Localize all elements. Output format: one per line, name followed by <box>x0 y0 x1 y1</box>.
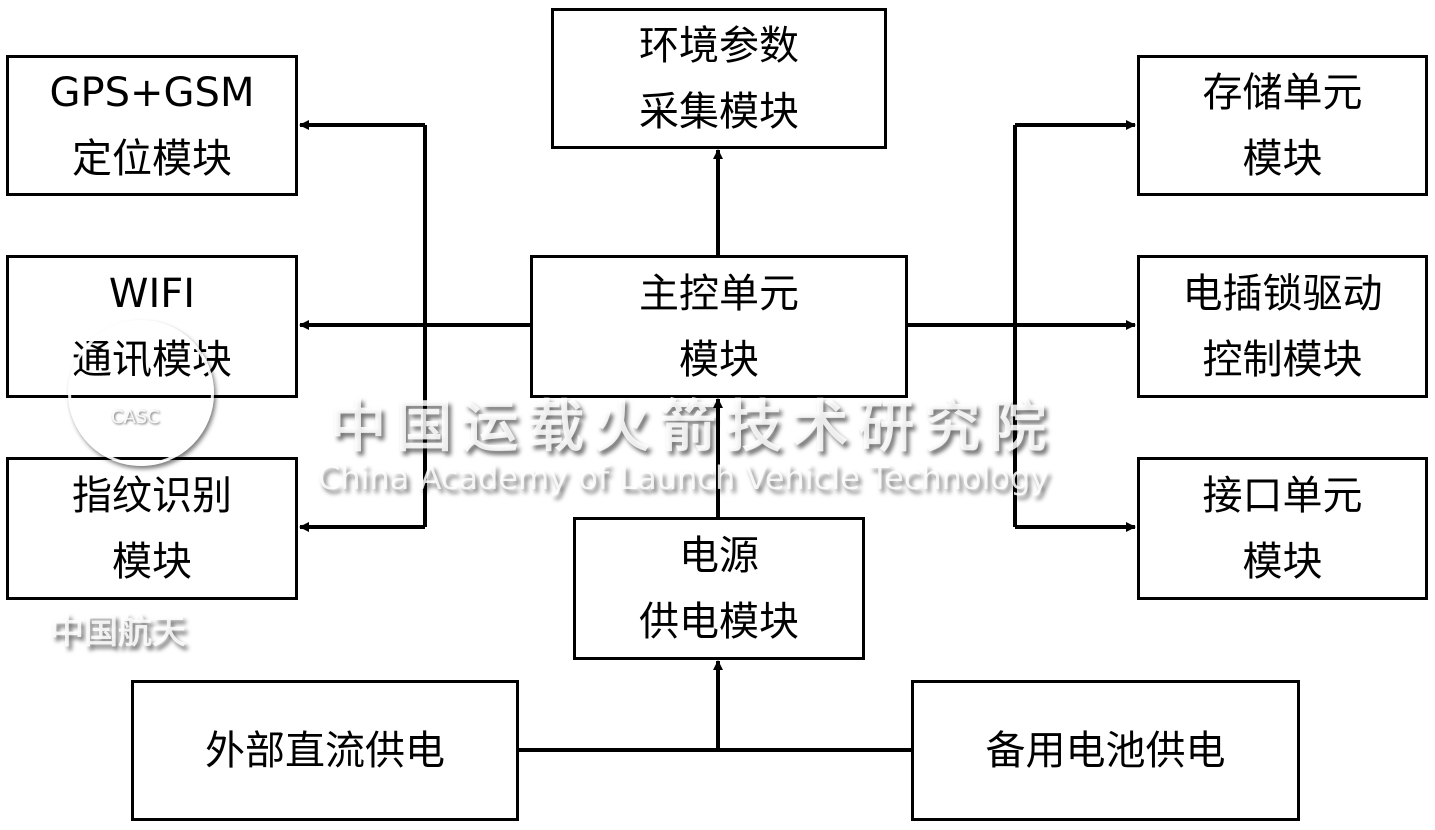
label: 定位模块 <box>72 135 232 182</box>
label: 模块 <box>679 336 759 383</box>
env-module-box: 环境参数 采集模块 <box>551 8 887 149</box>
label: 电插锁驱动 <box>1182 270 1383 317</box>
label: 存储单元 <box>1202 69 1363 116</box>
power-module-box: 电源 供电模块 <box>573 517 865 660</box>
casc-logo-watermark: CASC <box>68 320 214 466</box>
external-dc-box: 外部直流供电 <box>131 680 519 821</box>
label: GPS+GSM <box>49 69 255 116</box>
label: 模块 <box>1242 135 1323 182</box>
logo-text: CASC <box>111 407 160 428</box>
gps-module-box: GPS+GSM 定位模块 <box>6 55 298 196</box>
label: 接口单元 <box>1202 472 1363 519</box>
lock-module-box: 电插锁驱动 控制模块 <box>1137 255 1428 398</box>
label: 外部直流供电 <box>205 727 445 774</box>
label: 电源 <box>679 532 759 579</box>
fingerprint-module-box: 指纹识别 模块 <box>6 457 298 600</box>
storage-module-box: 存储单元 模块 <box>1137 55 1428 196</box>
backup-battery-box: 备用电池供电 <box>911 680 1300 821</box>
label: 主控单元 <box>639 270 799 317</box>
label: 环境参数 <box>639 22 799 69</box>
label: 控制模块 <box>1202 336 1363 383</box>
interface-module-box: 接口单元 模块 <box>1137 457 1428 600</box>
main-control-module-box: 主控单元 模块 <box>530 255 908 398</box>
label: 指纹识别 <box>72 472 232 519</box>
label: 模块 <box>1242 538 1323 585</box>
label: 备用电池供电 <box>985 727 1226 774</box>
label: 供电模块 <box>639 598 799 645</box>
label: 采集模块 <box>639 88 799 135</box>
label: 模块 <box>112 538 192 585</box>
label: WIFI <box>108 270 196 317</box>
